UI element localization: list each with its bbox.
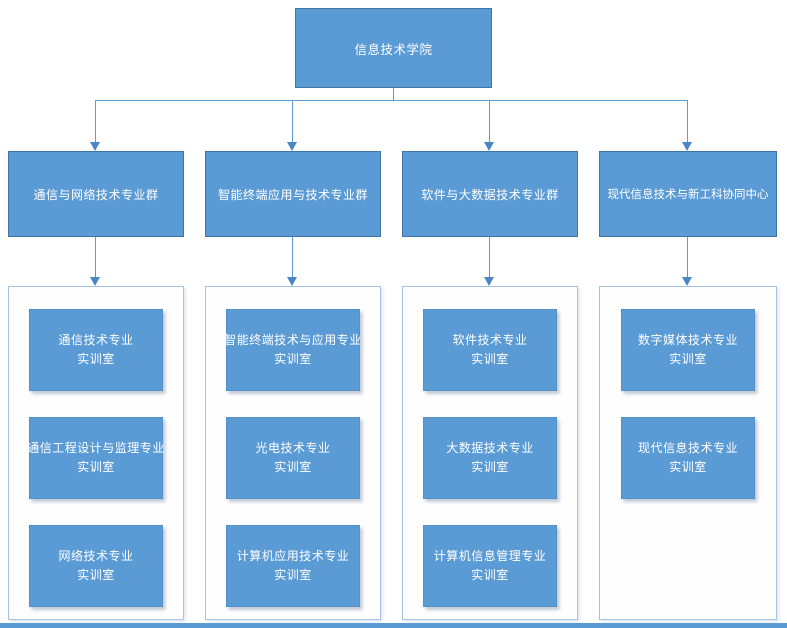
arrowhead-down-icon [484, 142, 494, 151]
arrowhead-down-icon [682, 277, 692, 286]
connector-drop-2 [292, 100, 293, 143]
room-software-tech: 软件技术专业 实训室 [423, 309, 557, 391]
node-group-communication-network: 通信与网络技术专业群 [8, 151, 184, 237]
group-label: 智能终端应用与技术专业群 [217, 187, 368, 202]
arrowhead-down-icon [682, 142, 692, 151]
arrowhead-down-icon [287, 142, 297, 151]
room-label-line2: 实训室 [471, 352, 509, 366]
room-label-line2: 实训室 [77, 352, 115, 366]
connector-group-2 [292, 237, 293, 278]
room-label-line1: 网络技术专业 [58, 549, 134, 563]
room-label-line1: 光电技术专业 [255, 441, 331, 455]
connector-drop-1 [95, 100, 96, 143]
container-group-4-rooms: 数字媒体技术专业 实训室 现代信息技术专业 实训室 [599, 286, 777, 620]
container-group-1-rooms: 通信技术专业 实训室 通信工程设计与监理专业 实训室 网络技术专业 实训室 [8, 286, 184, 620]
room-label-line1: 大数据技术专业 [446, 441, 534, 455]
node-college-label: 信息技术学院 [354, 41, 433, 57]
room-label-line2: 实训室 [471, 568, 509, 582]
arrowhead-down-icon [90, 277, 100, 286]
connector-horizontal-bus [95, 100, 688, 101]
room-modern-it: 现代信息技术专业 实训室 [621, 417, 755, 499]
room-digital-media: 数字媒体技术专业 实训室 [621, 309, 755, 391]
room-label-line1: 通信技术专业 [58, 333, 134, 347]
connector-group-3 [489, 237, 490, 278]
room-label-line2: 实训室 [274, 568, 312, 582]
room-bigdata-tech: 大数据技术专业 实训室 [423, 417, 557, 499]
container-group-2-rooms: 智能终端技术与应用专业 实训室 光电技术专业 实训室 计算机应用技术专业 实训室 [205, 286, 381, 620]
connector-group-4 [687, 237, 688, 278]
arrowhead-down-icon [287, 277, 297, 286]
room-label-line2: 实训室 [274, 352, 312, 366]
room-comm-engineering-supervision: 通信工程设计与监理专业 实训室 [27, 417, 165, 499]
arrowhead-down-icon [90, 142, 100, 151]
node-group-software-bigdata: 软件与大数据技术专业群 [402, 151, 578, 237]
node-group-intelligent-terminal: 智能终端应用与技术专业群 [205, 151, 381, 237]
room-computer-application: 计算机应用技术专业 实训室 [226, 525, 360, 607]
connector-root-stub [393, 88, 394, 101]
room-network-tech: 网络技术专业 实训室 [29, 525, 163, 607]
connector-drop-4 [687, 100, 688, 143]
room-label-line1: 通信工程设计与监理专业 [27, 441, 165, 455]
group-label: 软件与大数据技术专业群 [421, 187, 559, 202]
room-label-line1: 现代信息技术专业 [637, 441, 738, 455]
room-label-line2: 实训室 [77, 460, 115, 474]
node-college: 信息技术学院 [295, 8, 492, 88]
node-group-modern-it-center: 现代信息技术与新工科协同中心 [599, 151, 777, 237]
room-computer-info-management: 计算机信息管理专业 实训室 [423, 525, 557, 607]
group-label: 现代信息技术与新工科协同中心 [607, 187, 769, 201]
connector-drop-3 [489, 100, 490, 143]
room-label-line1: 智能终端技术与应用专业 [224, 333, 362, 347]
group-label: 通信与网络技术专业群 [33, 187, 159, 202]
arrowhead-down-icon [484, 277, 494, 286]
room-intelligent-terminal: 智能终端技术与应用专业 实训室 [224, 309, 362, 391]
room-label-line2: 实训室 [274, 460, 312, 474]
bottom-cropped-shape [0, 623, 787, 628]
room-communication-tech: 通信技术专业 实训室 [29, 309, 163, 391]
connector-group-1 [95, 237, 96, 278]
room-label-line2: 实训室 [669, 460, 707, 474]
room-label-line1: 计算机信息管理专业 [433, 549, 547, 563]
room-label-line2: 实训室 [471, 460, 509, 474]
container-group-3-rooms: 软件技术专业 实训室 大数据技术专业 实训室 计算机信息管理专业 实训室 [402, 286, 578, 620]
room-optoelectronic-tech: 光电技术专业 实训室 [226, 417, 360, 499]
room-label-line1: 数字媒体技术专业 [637, 333, 738, 347]
room-label-line1: 计算机应用技术专业 [236, 549, 350, 563]
room-label-line2: 实训室 [77, 568, 115, 582]
room-label-line2: 实训室 [669, 352, 707, 366]
room-label-line1: 软件技术专业 [452, 333, 528, 347]
